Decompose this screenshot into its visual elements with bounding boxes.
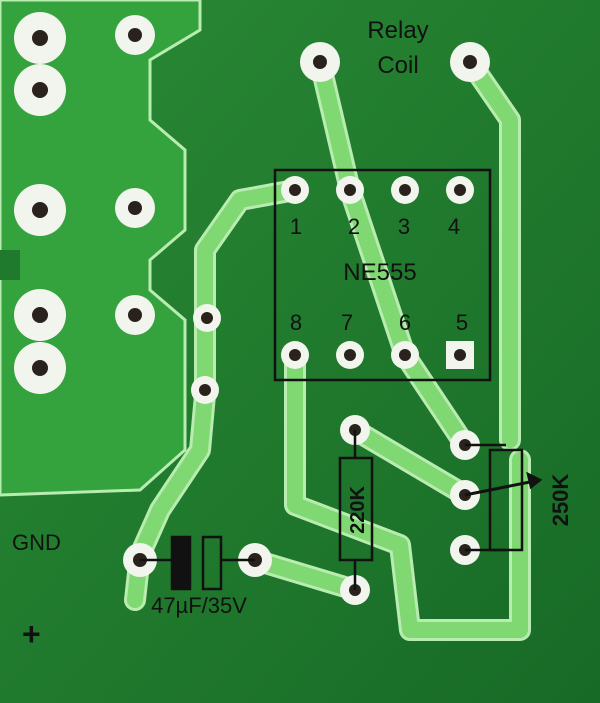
gnd-label: GND bbox=[12, 530, 61, 555]
relay-coil-label-line2: Coil bbox=[377, 52, 418, 79]
pin-label-1: 1 bbox=[290, 214, 302, 239]
plus-label: + bbox=[22, 616, 41, 652]
ic-name-label: NE555 bbox=[343, 259, 416, 286]
traces bbox=[124, 51, 531, 641]
pad-large-group bbox=[14, 12, 155, 394]
capacitor-plate-pos bbox=[201, 535, 223, 591]
ne555-outline bbox=[273, 168, 492, 382]
pin-label-8: 8 bbox=[290, 310, 302, 335]
pin-label-3: 3 bbox=[398, 214, 410, 239]
silkscreen bbox=[140, 168, 543, 591]
pin-label-2: 2 bbox=[348, 214, 360, 239]
pin-label-5: 5 bbox=[456, 310, 468, 335]
pin-label-6: 6 bbox=[399, 310, 411, 335]
pin-label-4: 4 bbox=[448, 214, 460, 239]
relay-coil-label-line1: Relay bbox=[367, 17, 428, 44]
capacitor-label: 47µF/35V bbox=[151, 593, 247, 618]
pot-250k-label: 250K bbox=[548, 474, 573, 527]
resistor-220k-label: 220K bbox=[347, 486, 369, 534]
capacitor-plate-neg bbox=[170, 535, 192, 591]
pour-cutout bbox=[0, 250, 20, 280]
pin-label-7: 7 bbox=[341, 310, 353, 335]
